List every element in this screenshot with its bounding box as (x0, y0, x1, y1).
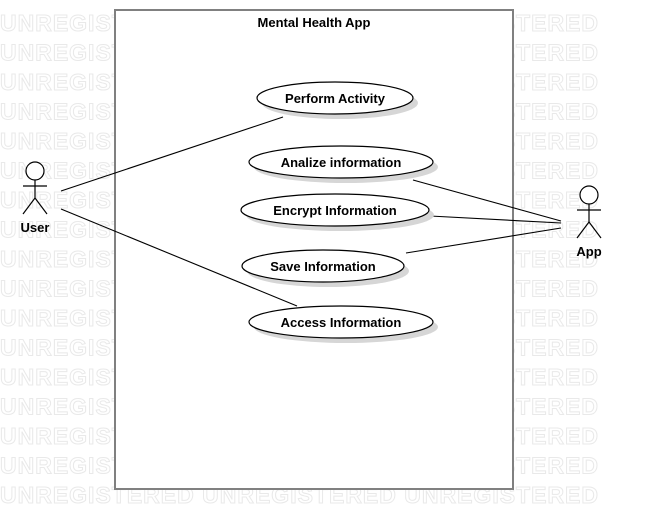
actor-right-leg (34, 197, 48, 215)
actor-head (579, 185, 599, 205)
use-case-ellipse (241, 249, 405, 283)
use-case-label: Perform Activity (285, 91, 386, 106)
use-case-encrypt-information[interactable]: Encrypt Information (240, 193, 434, 231)
system-title: Mental Health App (258, 15, 371, 30)
actor-label: App (576, 244, 601, 259)
actor-app[interactable]: App (576, 185, 602, 259)
use-case-ellipse (248, 305, 434, 339)
actor-head (25, 161, 45, 181)
actor-label: User (21, 220, 50, 235)
association-app-analize-information (412, 179, 562, 222)
use-case-ellipse (248, 145, 434, 179)
actor-left-leg (22, 197, 36, 215)
use-case-label: Save Information (270, 259, 376, 274)
association-app-save-information (405, 227, 562, 254)
use-case-ellipse (240, 193, 430, 227)
use-case-label: Analize information (281, 155, 402, 170)
use-case-label: Access Information (281, 315, 402, 330)
actor-left-leg (576, 221, 590, 239)
association-user-access-information (60, 208, 298, 307)
use-case-analize-information[interactable]: Analize information (248, 145, 438, 183)
use-case-ellipse (256, 81, 414, 115)
association-user-perform-activity (60, 116, 284, 192)
actor-user[interactable]: User (21, 161, 50, 235)
use-case-perform-activity[interactable]: Perform Activity (256, 81, 418, 119)
use-case-access-information[interactable]: Access Information (248, 305, 438, 343)
actor-right-leg (588, 221, 602, 239)
use-case-label: Encrypt Information (273, 203, 397, 218)
association-app-encrypt-information (429, 215, 562, 224)
use-case-save-information[interactable]: Save Information (241, 249, 409, 287)
